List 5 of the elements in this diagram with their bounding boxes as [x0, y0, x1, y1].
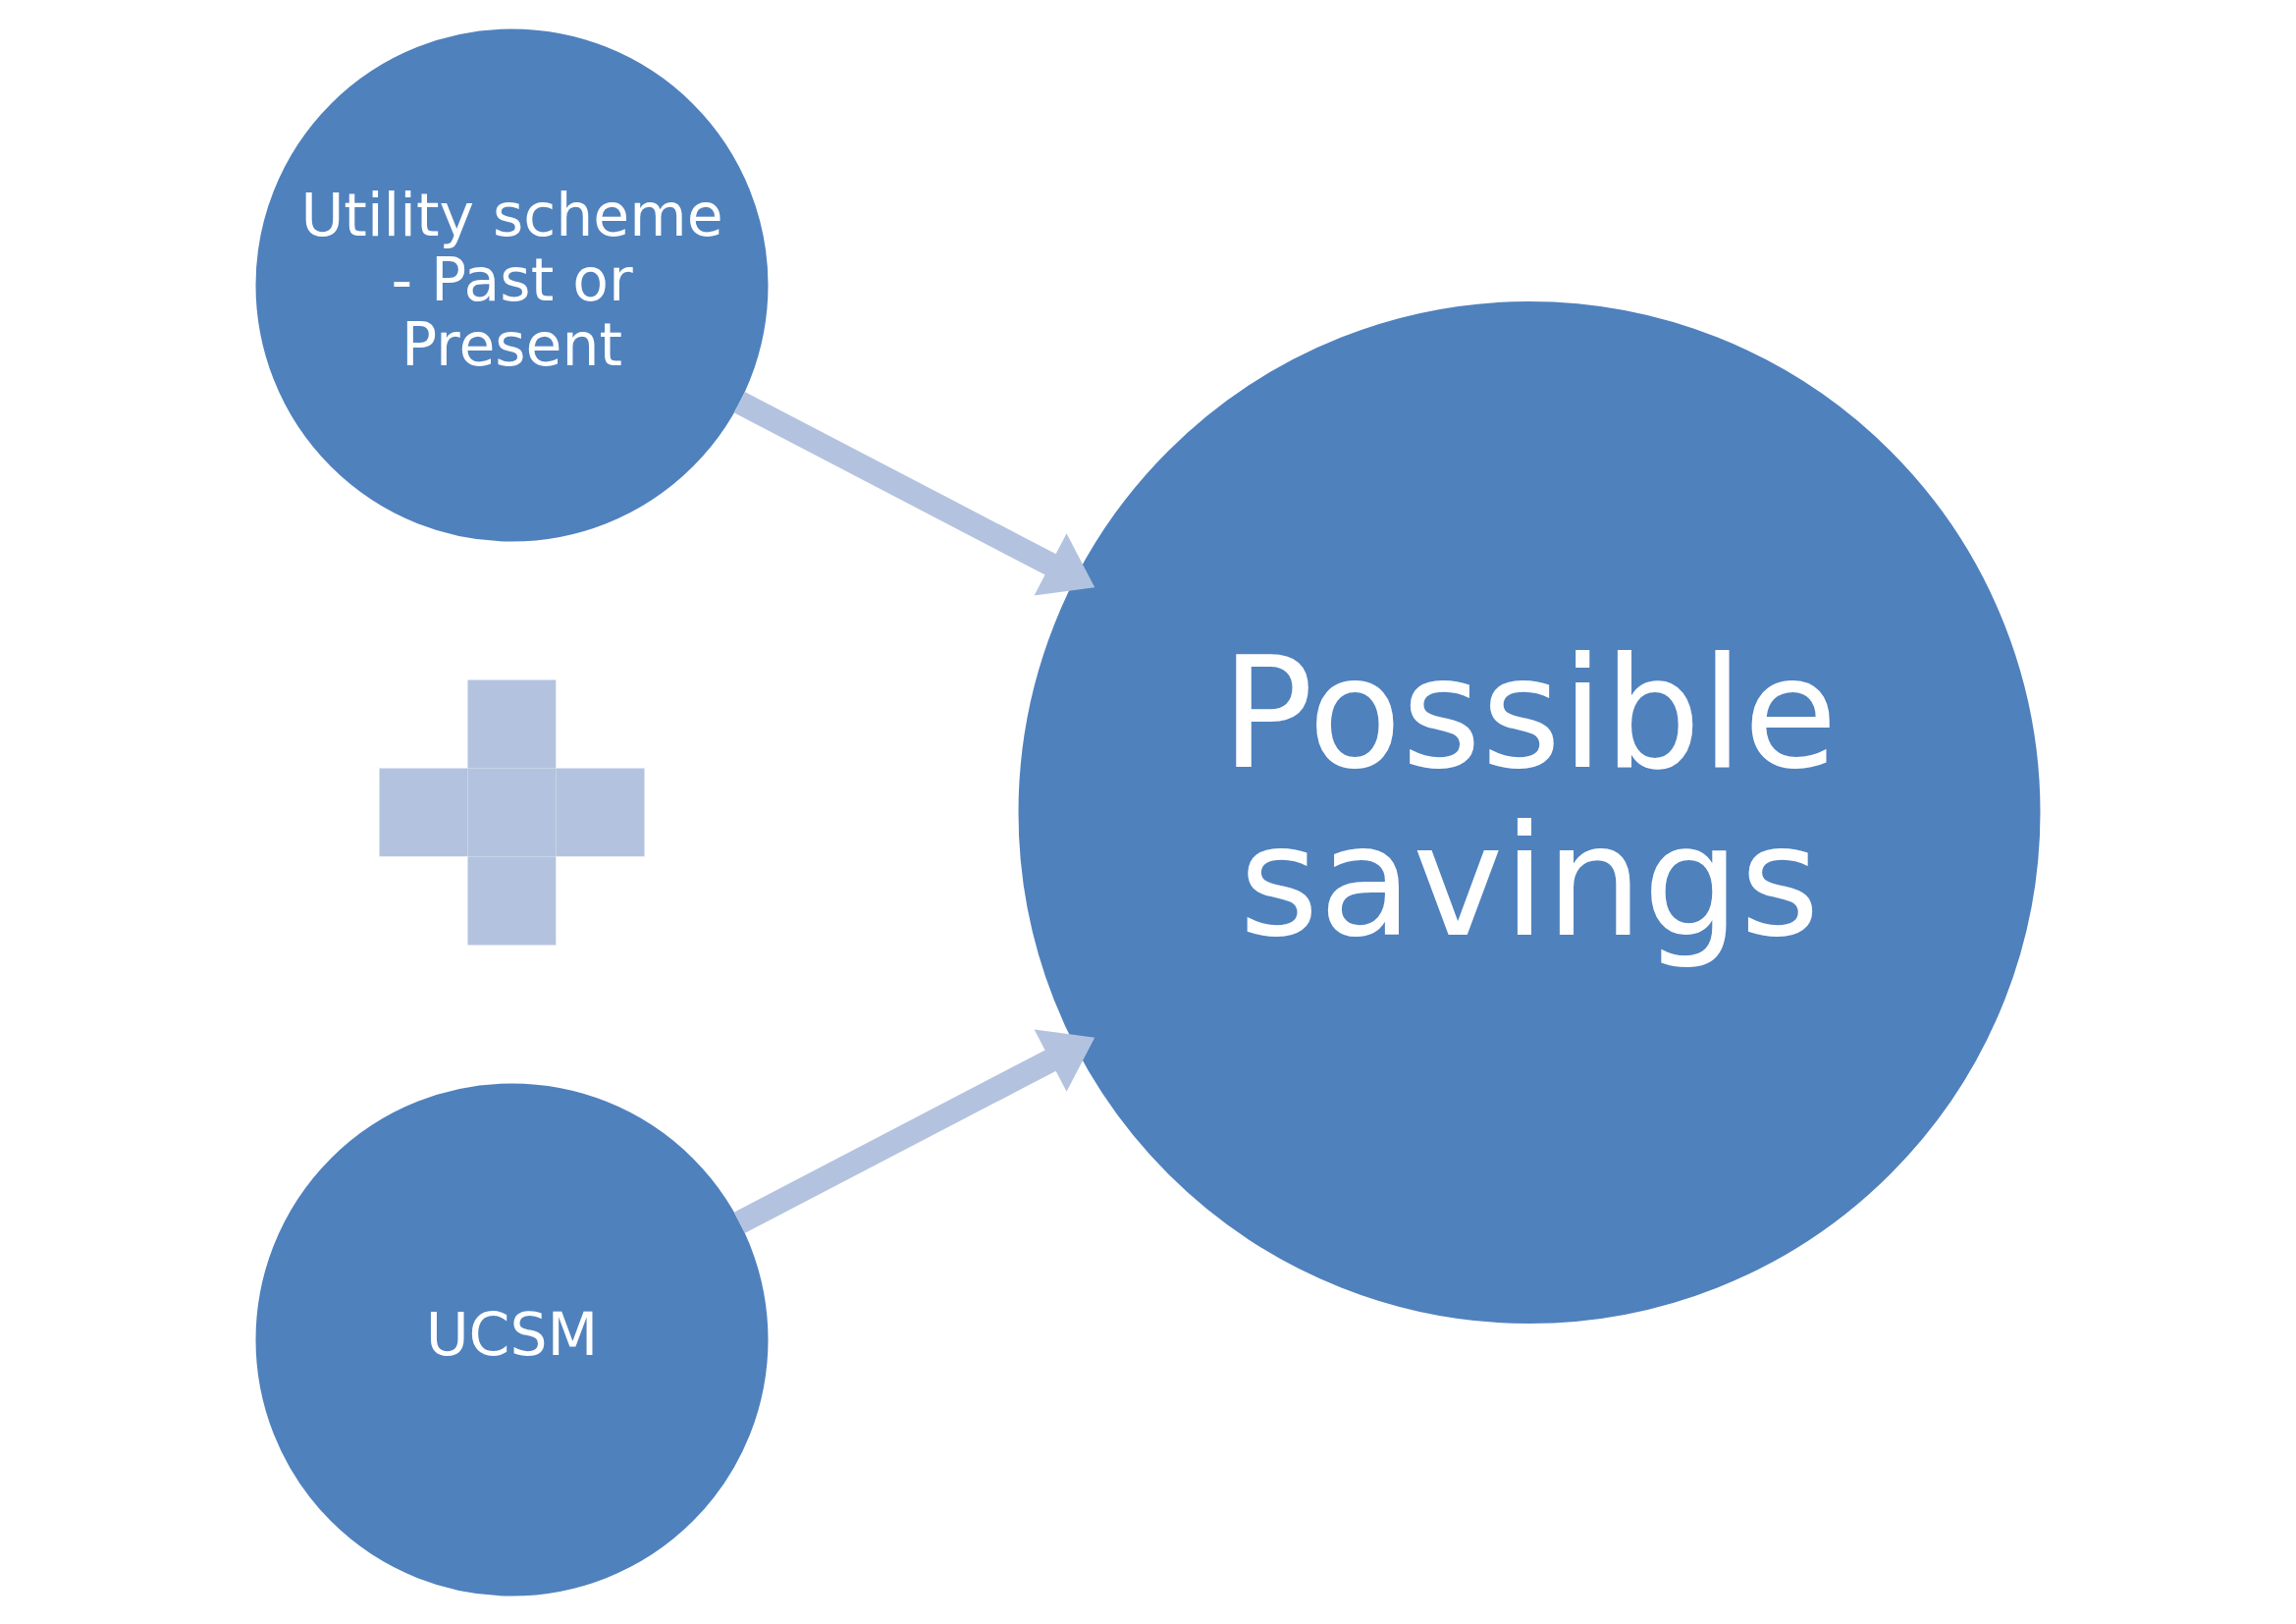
- node-circle: Utility scheme - Past or Present: [255, 28, 769, 541]
- node-circle: UCSM: [255, 1083, 769, 1596]
- node-circle: Possible savings: [1018, 300, 2041, 1324]
- arrow: [733, 391, 1095, 595]
- arrow: [733, 1029, 1095, 1233]
